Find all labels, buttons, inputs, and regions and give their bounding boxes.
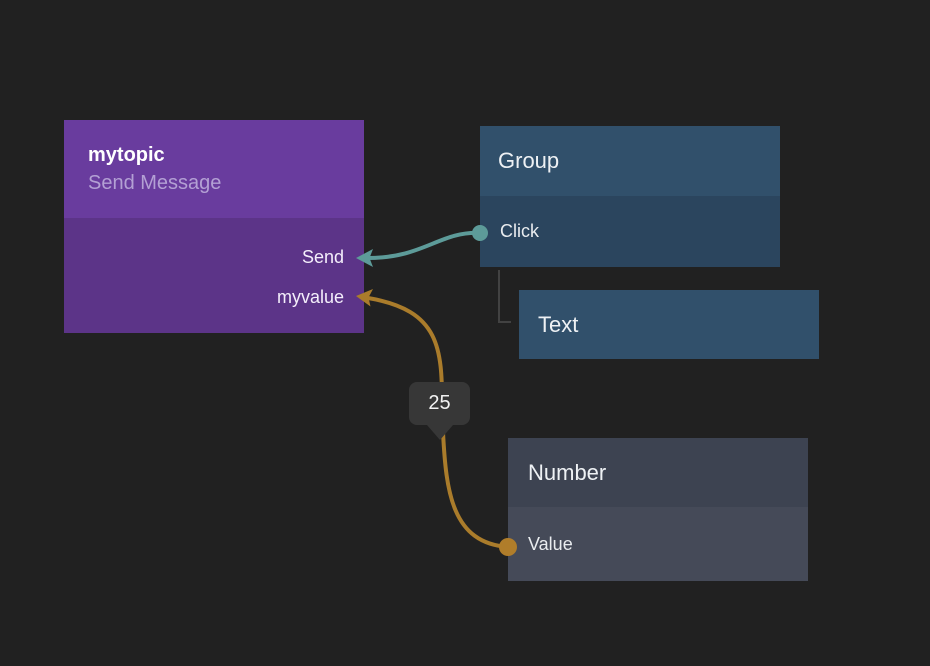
node-text[interactable]: Text — [519, 290, 819, 359]
node-mytopic-title: mytopic — [88, 144, 165, 166]
node-number-header[interactable]: Number — [508, 438, 808, 507]
wire-click-to-send[interactable] — [367, 230, 481, 260]
node-group-header[interactable]: Group — [480, 126, 780, 196]
badge-pointer — [426, 425, 453, 440]
node-number[interactable]: Number Value — [508, 438, 808, 581]
node-text-title: Text — [538, 311, 579, 337]
output-port-click[interactable]: Click — [480, 196, 780, 267]
input-port-myvalue[interactable]: myvalue — [64, 277, 344, 317]
output-port-value-label: Value — [528, 533, 573, 554]
node-group-title: Group — [498, 148, 560, 173]
connection-value-badge: 25 — [409, 382, 470, 440]
input-port-myvalue-label: myvalue — [276, 286, 344, 307]
connection-value-text: 25 — [428, 392, 451, 414]
input-port-send[interactable]: Send — [64, 237, 344, 277]
node-mytopic-body: Send myvalue — [64, 218, 364, 333]
node-mytopic-header[interactable]: mytopic Send Message — [64, 120, 364, 218]
node-number-title: Number — [528, 459, 607, 485]
input-port-send-label: Send — [301, 246, 344, 267]
output-port-click-label: Click — [500, 221, 539, 241]
node-group[interactable]: Group Click — [480, 126, 780, 267]
output-port-value[interactable]: Value — [508, 507, 808, 581]
group-text-hierarchy-connector — [498, 270, 511, 323]
node-mytopic[interactable]: mytopic Send Message Send myvalue — [64, 120, 364, 333]
node-mytopic-subtitle: Send Message — [88, 172, 222, 194]
